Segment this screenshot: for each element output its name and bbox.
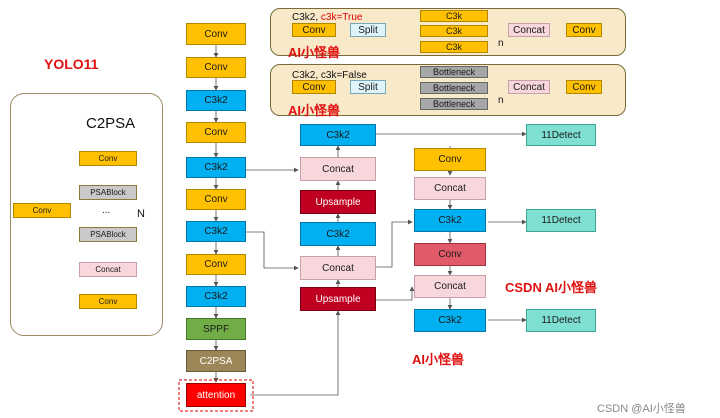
c3k-false-concat: Concat <box>508 80 550 94</box>
watermark-top-2: AI小怪兽 <box>288 103 341 118</box>
c3k-false-conv-out: Conv <box>566 80 602 94</box>
c2psa-conv-top: Conv <box>79 151 137 166</box>
c3k-true-c3k-1: C3k <box>420 10 488 22</box>
neck-right-conv-bottom: Conv <box>414 243 486 266</box>
backbone-conv-1: Conv <box>186 57 246 78</box>
backbone-conv-0: Conv <box>186 23 246 45</box>
c3k-true-header: C3k2, c3k=True <box>292 12 363 23</box>
c3k-false-header: C3k2, c3k=False <box>292 70 367 81</box>
backbone-attention: attention <box>186 383 246 407</box>
c3k-false-split: Split <box>350 80 386 94</box>
neck-right-concat-bottom: Concat <box>414 275 486 298</box>
c3k-true-split: Split <box>350 23 386 37</box>
backbone-c3k2-6: C3k2 <box>186 221 246 242</box>
c2psa-conv-bottom: Conv <box>79 294 137 309</box>
backbone-conv-3: Conv <box>186 122 246 143</box>
c3k-true-c3k-2: C3k <box>420 25 488 37</box>
detect-head-2: 11Detect <box>526 209 596 232</box>
c3k-false-bottleneck-1: Bottleneck <box>420 66 488 78</box>
backbone-sppf: SPPF <box>186 318 246 340</box>
c2psa-ellipsis: ... <box>102 205 111 216</box>
c2psa-conv-left: Conv <box>13 203 71 218</box>
c3k-true-n-label: n <box>498 38 504 49</box>
c2psa-psablock-1: PSABlock <box>79 185 137 200</box>
c3k-true-header-flag: c3k=True <box>320 12 363 23</box>
detect-head-1: 11Detect <box>526 124 596 146</box>
backbone-c3k2-4: C3k2 <box>186 157 246 178</box>
backbone-conv-5: Conv <box>186 189 246 210</box>
c3k-true-concat: Concat <box>508 23 550 37</box>
c3k-true-conv-out: Conv <box>566 23 602 37</box>
c3k-true-conv: Conv <box>292 23 336 37</box>
footer-credit: CSDN @AI小怪兽 <box>597 403 686 415</box>
watermark-right: CSDN AI小怪兽 <box>505 280 597 295</box>
neck-right-concat-top: Concat <box>414 177 486 200</box>
detect-head-3: 11Detect <box>526 309 596 332</box>
neck-mid-c3k2-bottom: C3k2 <box>300 222 376 246</box>
c3k-false-conv: Conv <box>292 80 336 94</box>
backbone-c3k2-8: C3k2 <box>186 286 246 307</box>
watermark-top-1: AI小怪兽 <box>288 45 341 60</box>
neck-right-c3k2-top: C3k2 <box>414 209 486 232</box>
diagram-title: YOLO11 <box>44 56 99 72</box>
watermark-bottom: AI小怪兽 <box>412 352 465 367</box>
c3k-false-bottleneck-2: Bottleneck <box>420 82 488 94</box>
c2psa-concat: Concat <box>79 262 137 277</box>
neck-mid-c3k2-top: C3k2 <box>300 124 376 146</box>
c3k-true-c3k-3: C3k <box>420 41 488 53</box>
backbone-c2psa: C2PSA <box>186 350 246 372</box>
neck-right-c3k2-bottom: C3k2 <box>414 309 486 332</box>
c3k-false-n-label: n <box>498 95 504 106</box>
c2psa-psablock-2: PSABlock <box>79 227 137 242</box>
backbone-c3k2-2: C3k2 <box>186 90 246 111</box>
c2psa-n-label: N <box>137 208 145 220</box>
neck-mid-concat-bottom: Concat <box>300 256 376 280</box>
backbone-conv-7: Conv <box>186 254 246 275</box>
c3k-true-header-prefix: C3k2, <box>292 12 321 23</box>
neck-mid-upsample-top: Upsample <box>300 190 376 214</box>
neck-mid-upsample-bottom: Upsample <box>300 287 376 311</box>
c2psa-panel-title: C2PSA <box>86 115 136 132</box>
c3k-false-bottleneck-3: Bottleneck <box>420 98 488 110</box>
neck-right-conv-top: Conv <box>414 148 486 171</box>
neck-mid-concat-top: Concat <box>300 157 376 181</box>
